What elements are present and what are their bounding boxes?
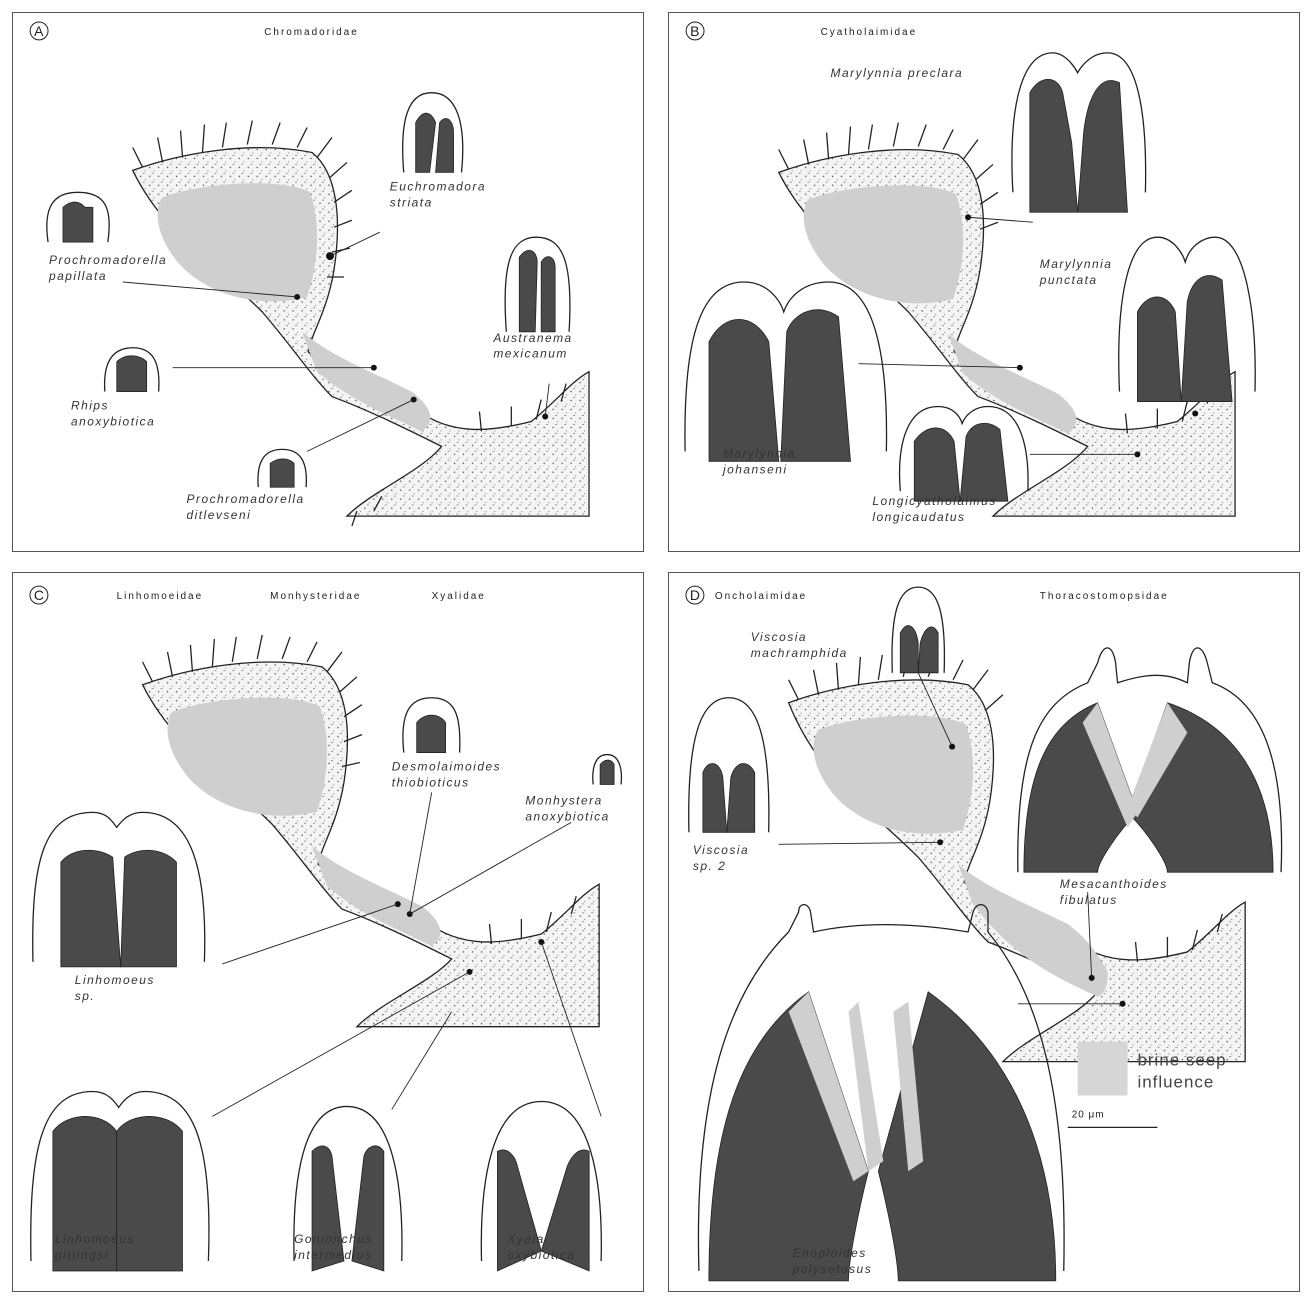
- brine-seep-area: [158, 183, 317, 301]
- nematode-head-linhomoeus-sp: [33, 812, 205, 967]
- species-label: gittingsi: [55, 1248, 109, 1262]
- brine-seep-area: [814, 716, 974, 834]
- species-label: sp.: [75, 989, 95, 1003]
- family-label: Chromadoridae: [264, 27, 359, 38]
- nematode-head-desmolaimoides: [403, 698, 460, 753]
- nematode-head-euchromadora: [403, 93, 463, 173]
- species-label: johanseni: [721, 462, 788, 476]
- species-label: longicaudatus: [872, 510, 965, 524]
- nematode-head-viscosia-sp2: [689, 698, 769, 833]
- family-label: Monhysteridae: [270, 591, 361, 602]
- panel-a: A Chromadoridae: [12, 12, 644, 552]
- family-label: Linhomoeidae: [117, 591, 203, 602]
- species-label: Marylynnia preclara: [831, 66, 964, 80]
- species-label: polysetosus: [792, 1262, 873, 1276]
- species-label: ditlevseni: [187, 508, 252, 522]
- species-label: Xyala: [506, 1232, 544, 1246]
- species-label: Prochromadorella: [49, 253, 167, 267]
- species-label: punctata: [1039, 273, 1098, 287]
- species-label: Linhomoeus: [55, 1232, 135, 1246]
- species-label: Prochromadorella: [187, 492, 305, 506]
- species-label: anoxybiotica: [71, 414, 155, 428]
- species-label: machramphida: [751, 646, 848, 660]
- nematode-head-gonionchus: [294, 1106, 402, 1270]
- species-label: fibulatus: [1060, 893, 1118, 907]
- family-label: Xyalidae: [432, 591, 486, 602]
- panel-c-figure: C Linhomoeidae Monhysteridae Xyalidae: [13, 573, 643, 1291]
- family-label: Thoracostomopsidae: [1040, 591, 1169, 602]
- species-label: anoxybiotica: [525, 809, 609, 823]
- nematode-head-prochromadorella-ditlevseni: [258, 449, 306, 487]
- legend-label: brine seep: [1138, 1051, 1227, 1070]
- species-label: striata: [390, 195, 433, 209]
- species-label: Mesacanthoides: [1060, 877, 1168, 891]
- species-label: Monhystera: [525, 793, 602, 807]
- species-label: Marylynnia: [723, 446, 796, 460]
- panel-letter: B: [690, 23, 699, 39]
- scale-label: 20 μm: [1072, 1109, 1105, 1120]
- panel-a-figure: A Chromadoridae: [13, 13, 643, 551]
- species-label: Desmolaimoides: [392, 760, 501, 774]
- species-label: Longicyatholaimus: [872, 494, 996, 508]
- legend-label: influence: [1138, 1073, 1215, 1092]
- species-label: Linhomoeus: [75, 973, 155, 987]
- species-label: Enoploides: [793, 1246, 867, 1260]
- brine-seep-area: [168, 698, 328, 816]
- site-dot: [949, 744, 955, 750]
- panel-letter: C: [34, 587, 44, 603]
- nematode-head-prochromadorella-papillata: [47, 192, 109, 242]
- species-label: Viscosia: [751, 630, 807, 644]
- nematode-head-enoploides: [698, 905, 1064, 1281]
- species-label: thiobioticus: [392, 775, 470, 789]
- species-label: Marylynnia: [1040, 257, 1113, 271]
- species-label: Gonionchus: [294, 1232, 373, 1246]
- panel-d: D Oncholaimidae Thoracostomopsidae: [668, 572, 1300, 1292]
- site-dot: [1192, 411, 1198, 417]
- legend: brine seep influence 20 μm: [1068, 1042, 1227, 1128]
- panel-b-figure: B Cyatholaimidae: [669, 13, 1299, 551]
- species-label: sp. 2: [693, 859, 726, 873]
- species-label: Euchromadora: [390, 179, 486, 193]
- species-label: oxybiotica: [507, 1248, 575, 1262]
- brine-pool-map: [143, 635, 600, 1027]
- species-label: Austranema: [492, 331, 572, 345]
- species-label: Viscosia: [693, 843, 749, 857]
- species-label: papillata: [48, 269, 107, 283]
- nematode-head-mesacanthoides: [1018, 648, 1282, 872]
- nematode-head-marylynnia-preclara: [1012, 53, 1146, 212]
- panel-c: C Linhomoeidae Monhysteridae Xyalidae: [12, 572, 644, 1292]
- nematode-head-monhystera: [593, 755, 622, 785]
- nematode-head-rhips: [105, 348, 159, 392]
- nematode-head-viscosia-machramphida: [892, 587, 944, 673]
- panel-letter: A: [34, 23, 44, 39]
- family-label: Cyatholaimidae: [821, 27, 918, 38]
- nematode-head-austranema: [505, 237, 570, 332]
- family-label: Oncholaimidae: [715, 591, 807, 602]
- species-label: Rhips: [71, 399, 109, 413]
- species-label: mexicanum: [493, 347, 567, 361]
- nematode-head-marylynnia-johanseni: [685, 282, 887, 461]
- panel-d-figure: D Oncholaimidae Thoracostomopsidae: [669, 573, 1299, 1291]
- species-label: intermedius: [294, 1248, 372, 1262]
- panel-letter: D: [690, 587, 700, 603]
- panel-b: B Cyatholaimidae: [668, 12, 1300, 552]
- legend-swatch: [1078, 1042, 1128, 1096]
- brine-seep-area: [804, 185, 963, 303]
- nematode-head-longicyatholaimus: [900, 407, 1028, 502]
